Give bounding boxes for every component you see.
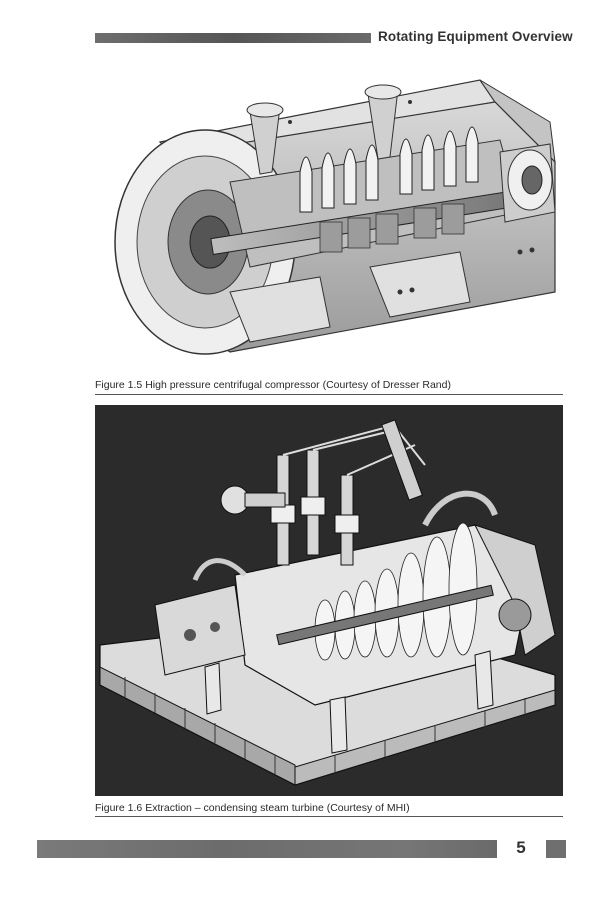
compressor-illustration [114,79,556,355]
caption-rule [95,394,563,395]
page-number: 5 [516,838,526,857]
running-header-title: Rotating Equipment Overview [378,29,573,44]
footer-square [546,840,566,858]
figure-caption: Figure 1.5 High pressure centrifugal com… [95,379,451,391]
steam-turbine-illustration [95,405,563,796]
figure-caption: Figure 1.6 Extraction – condensing steam… [95,802,410,814]
header-bar [95,33,371,43]
footer-bar [37,840,497,858]
caption-rule [95,816,563,817]
